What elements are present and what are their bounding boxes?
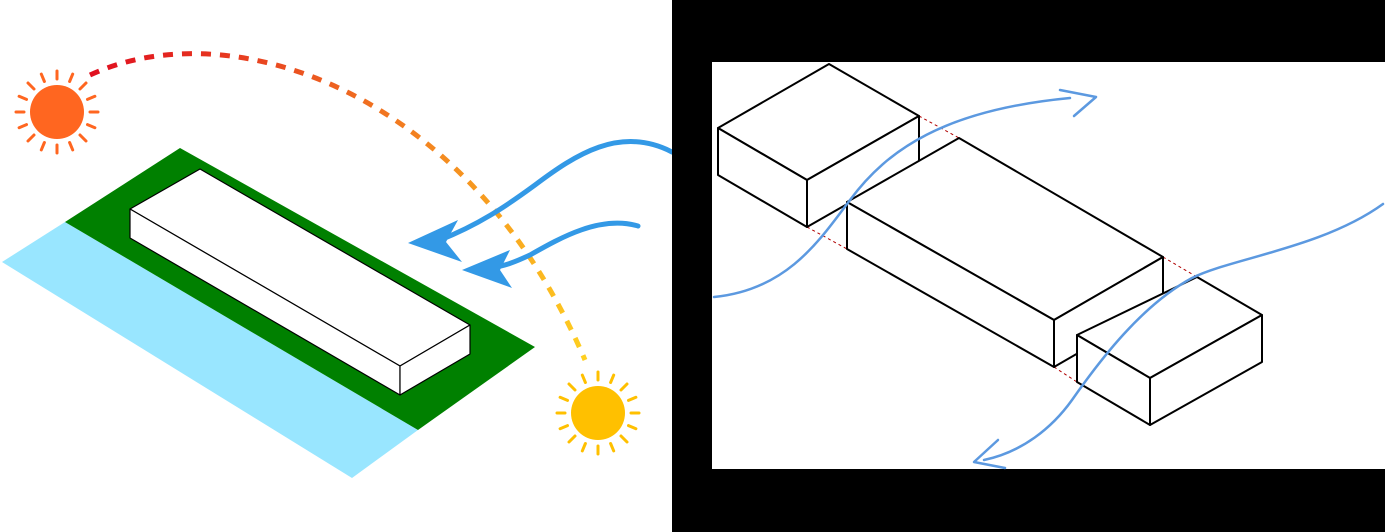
- arrow-icon: [972, 438, 1007, 470]
- arrow-icon: [1058, 88, 1098, 118]
- airflow-upper: [712, 96, 1072, 299]
- site-diagram-panel: [0, 0, 672, 532]
- block-right-end: [1149, 314, 1263, 426]
- water-strip: [2, 222, 418, 478]
- arrow-icon: [408, 220, 462, 262]
- site-diagram: [2, 51, 672, 478]
- building-end-face: [399, 324, 471, 396]
- airflow-lower: [982, 202, 1385, 462]
- block-left: [717, 63, 920, 228]
- arrow-icon: [462, 250, 512, 288]
- massing-diagram-panel: [672, 0, 1385, 532]
- sun-icon: [14, 69, 100, 155]
- wind-arrow-upper: [437, 139, 672, 243]
- block-right: [1076, 276, 1263, 426]
- wind-arrows: [408, 139, 672, 288]
- wind-arrow-lower: [487, 220, 641, 271]
- airflow: [712, 88, 1385, 470]
- massing-diagram: [712, 62, 1385, 470]
- sun-icon: [555, 370, 641, 456]
- building-block: [129, 168, 471, 396]
